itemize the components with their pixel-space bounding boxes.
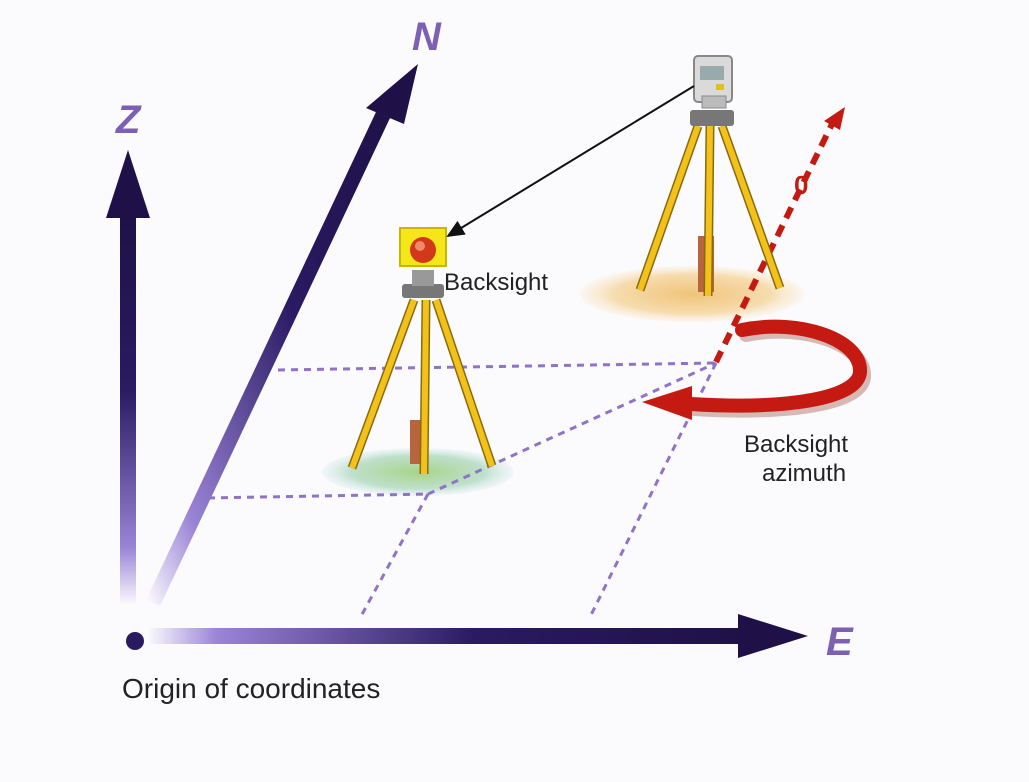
n-axis [146, 64, 418, 606]
zero-direction-arrowhead [824, 107, 845, 130]
n-axis-label: N [412, 15, 442, 59]
coordinate-grid [207, 361, 718, 619]
backsight-tripod [347, 270, 497, 475]
z-axis-label: Z [115, 98, 142, 142]
origin-point [126, 632, 144, 650]
z-axis [106, 150, 150, 607]
prism-target-icon [399, 227, 447, 267]
backsight-azimuth-label-line2: azimuth [762, 460, 846, 487]
e-axis [145, 614, 808, 658]
azimuth-arc [642, 319, 871, 420]
e-axis-label: E [826, 620, 854, 664]
origin-label: Origin of coordinates [122, 673, 380, 704]
zero-direction-label: 0 [794, 170, 808, 200]
line-of-sight [446, 85, 695, 238]
total-station-icon [693, 55, 733, 109]
zero-direction-line [713, 122, 835, 364]
ground-mound-instrument [580, 266, 804, 322]
instrument-tripod [635, 110, 785, 297]
backsight-azimuth-label-line1: Backsight [744, 431, 848, 458]
ground-mound-backsight [322, 448, 514, 496]
backsight-label: Backsight [444, 269, 548, 296]
